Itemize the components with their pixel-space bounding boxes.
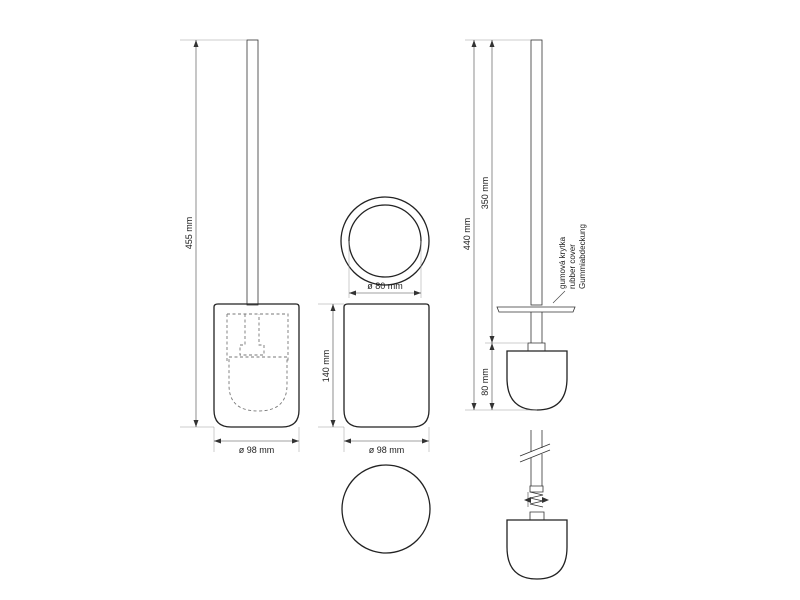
arrow-140-bottom	[330, 420, 336, 427]
arrow-d80-right	[414, 290, 421, 296]
dim-label-80: 80 mm	[480, 368, 490, 396]
arrow-base-right	[422, 438, 429, 444]
detail-ferrule	[529, 485, 544, 493]
screw-arrow-right	[542, 497, 549, 503]
detail-socket	[529, 511, 545, 521]
brush-ferrule	[527, 342, 546, 352]
dim-label-d98-holder: ø 98 mm	[239, 445, 275, 455]
break-line-1	[519, 449, 551, 463]
hidden-brush-head	[228, 356, 288, 412]
exploded-brush-view	[506, 430, 568, 580]
break-line-2	[519, 443, 551, 457]
detail-brush-head	[506, 519, 568, 580]
arrow-d98-right	[292, 438, 299, 444]
assembled-side-view: 455 mm ø 98 mm	[180, 39, 300, 455]
callout-leader	[552, 290, 566, 304]
rubber-cover-disc	[496, 306, 576, 313]
arrow-80-top	[489, 343, 495, 350]
dim-label-d98-base: ø 98 mm	[369, 445, 405, 455]
dim-label-455: 455 mm	[184, 217, 194, 250]
brush-head	[506, 350, 568, 411]
arrow-80-bottom	[489, 403, 495, 410]
dim-label-350: 350 mm	[480, 177, 490, 210]
dim-label-140: 140 mm	[321, 350, 331, 383]
callout-text-cz: gumová krytka	[558, 236, 567, 289]
hidden-inner-wall-right	[227, 313, 289, 362]
holder-front-view: 140 mm ø 98 mm	[318, 303, 430, 455]
arrow-440-top	[471, 40, 477, 47]
screw-arrow-left	[524, 497, 531, 503]
base-circle	[341, 464, 431, 554]
holder-front-body	[343, 303, 430, 428]
bottom-view	[341, 464, 431, 554]
detail-screw-thread	[529, 491, 544, 508]
hidden-brush-neck	[239, 314, 265, 356]
arrow-350-top	[489, 40, 495, 47]
brush-side-view: 440 mm 350 mm 80 mm gumová krytka rubber…	[462, 39, 587, 411]
handle-rod	[246, 39, 259, 306]
arrow-455-top	[193, 40, 199, 47]
top-inner-opening	[348, 204, 422, 278]
top-outer-rim	[340, 196, 430, 286]
dim-label-440: 440 mm	[462, 218, 472, 251]
brush-handle-rod	[530, 39, 543, 306]
callout-text-en: rubber cover	[568, 244, 577, 289]
callout-text-de: Gummiabdeckung	[578, 224, 587, 289]
arrow-d98-left	[214, 438, 221, 444]
arrow-base-left	[344, 438, 351, 444]
arrow-350-bottom	[489, 336, 495, 343]
top-view: ø 80 mm	[340, 196, 430, 298]
arrow-455-bottom	[193, 420, 199, 427]
holder-body	[213, 303, 300, 428]
arrow-440-bottom	[471, 403, 477, 410]
arrow-d80-left	[349, 290, 356, 296]
arrow-140-top	[330, 304, 336, 311]
dim-label-d80: ø 80 mm	[367, 281, 403, 291]
